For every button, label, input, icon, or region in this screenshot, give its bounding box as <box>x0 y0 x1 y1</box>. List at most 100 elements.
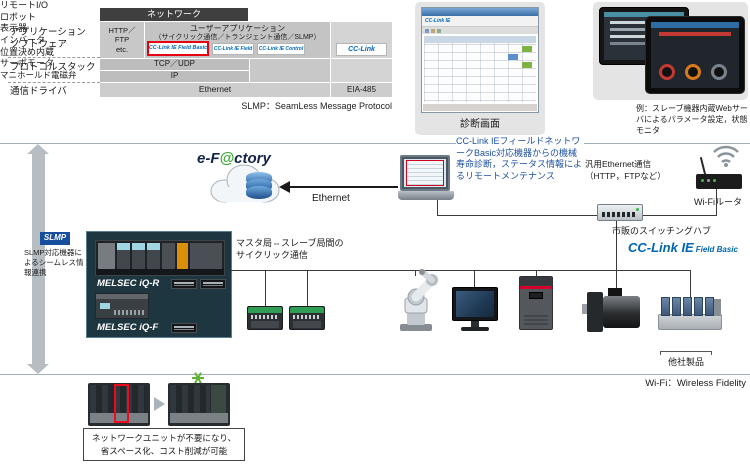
wifi-signal-icon <box>713 145 739 167</box>
ethernet-label: Ethernet <box>312 193 350 204</box>
flow-arrow-icon <box>154 397 165 411</box>
cost-saving-note: ネットワークユニットが不要になり、 省スペース化、コスト削減が可能 <box>83 428 245 461</box>
screen-topbar <box>651 22 739 28</box>
stack-cell-http-ftp: HTTP／ FTP etc. <box>100 22 144 58</box>
rack-orange-module <box>177 243 188 269</box>
photo-modules <box>90 385 146 413</box>
badge-line <box>174 326 194 328</box>
wifi-caption: Wi-Fi：Wireless Fidelity <box>645 378 746 389</box>
valve-unit <box>705 297 714 316</box>
logo-main: CC-Link IE <box>628 240 694 255</box>
diag-statusbar <box>423 104 537 111</box>
network-unit-highlight <box>114 384 129 423</box>
router-led <box>701 179 704 182</box>
device-label-servo: 位置決め内蔵サーボモータ <box>0 46 55 69</box>
manifold-endplate <box>714 299 721 316</box>
stack-divider-1 <box>8 57 100 58</box>
router-led <box>707 179 710 182</box>
router-antenna <box>699 157 707 175</box>
screen-row <box>610 28 678 31</box>
stack-cell-ip: IP <box>100 71 249 82</box>
cyclic-comm-note: マスタ局⇔スレーブ局間のサイクリック通信 <box>236 238 344 261</box>
cclink-ie-control-card: CC-Link IE Control <box>257 43 305 55</box>
double-arrow-icon <box>32 153 45 365</box>
servo-shaft <box>582 304 588 314</box>
db-disc <box>246 186 272 199</box>
badge-line <box>174 282 194 284</box>
diag-status-cell-green <box>522 46 532 52</box>
diag-toolbar <box>422 27 538 34</box>
valve-unit <box>661 297 670 316</box>
diag-caption: 診断画面 <box>460 119 500 130</box>
plc-rack-iqf-image <box>95 293 149 319</box>
stack-divider-2 <box>8 82 100 83</box>
rack-base <box>96 268 224 275</box>
rack-cpu-module <box>147 243 160 269</box>
module-leds <box>251 315 279 319</box>
wire-drop-remote2 <box>307 270 308 306</box>
remote-io-module-image <box>289 306 325 330</box>
photo-gap <box>211 385 226 413</box>
web-example-caption: 例：スレーブ機器内蔵Webサーバによるパラメータ設定，状態モニタ <box>636 104 748 136</box>
badge-line <box>203 282 223 284</box>
user-app-line2: （サイクリック通信／トランジェント通信／SLMP） <box>154 34 321 41</box>
toolbar-dot <box>425 28 429 33</box>
screen-row <box>610 42 678 45</box>
device-label-manifold: マニホールド電磁弁 <box>0 70 77 81</box>
rack-cpu-module <box>117 243 130 269</box>
module-body <box>251 321 279 328</box>
melsec-iqf-logo: MELSEC iQ-F <box>97 322 159 333</box>
stack-cell-tcp-udp: TCP／UDP <box>100 59 249 70</box>
rack-top-strip <box>96 294 148 299</box>
module-body <box>293 321 321 328</box>
melsec-series-badge <box>171 323 197 333</box>
diag-titlebar <box>422 8 538 16</box>
module-leds <box>293 315 321 319</box>
melsec-series-badge <box>200 279 226 289</box>
switching-hub-image <box>597 204 643 221</box>
remote-io-module-image <box>247 306 283 330</box>
manifold-valve-image <box>658 297 722 330</box>
toolbar-dot <box>431 28 435 33</box>
remote-maintenance-note: CC-Link IEフィールドネットワークBasic対応機器からの機械寿命診断，… <box>456 136 584 183</box>
hmi-base <box>461 327 489 331</box>
screen-topbar <box>604 12 684 17</box>
photo-base <box>170 413 228 423</box>
stack-cell-cclink-filler <box>331 59 392 82</box>
valve-unit <box>694 297 703 316</box>
stack-label-protocol-stack: プロトコルスタック <box>10 62 96 73</box>
wire-drop-robot <box>415 270 416 276</box>
wifi-router-image <box>696 174 742 189</box>
wire-laptop-down <box>437 200 438 215</box>
badge-line <box>203 285 223 286</box>
wire-field-bus <box>231 270 691 271</box>
hmi-stand <box>471 321 479 327</box>
bottom-frame-line <box>0 374 750 375</box>
rack-screen <box>100 303 110 309</box>
rack-io-module <box>162 243 175 269</box>
stack-cell-eia485: EIA-485 <box>331 83 392 97</box>
slmp-badge: SLMP <box>40 232 70 245</box>
wire-drop-manifold <box>690 270 691 297</box>
rack-terminals <box>114 310 145 315</box>
stack-header-network: ネットワーク <box>100 8 248 21</box>
valve-unit <box>672 297 681 316</box>
inverter-top-cap <box>520 277 552 286</box>
servo-cable-box <box>608 288 622 297</box>
stack-cell-ethernet: Ethernet <box>100 83 330 97</box>
diag-status-cell-blue <box>508 54 518 60</box>
before-photo <box>88 383 150 426</box>
device-label-robot: ロボット <box>0 11 37 22</box>
hmi-screen <box>456 291 494 317</box>
user-app-line1: ユーザーアプリケーション <box>189 24 286 33</box>
servo-motor-image <box>582 288 640 332</box>
ethernet-arrow-line <box>290 186 398 188</box>
wire-mid-bus <box>437 215 717 216</box>
others-bracket <box>660 351 712 355</box>
servo-flange <box>587 292 603 332</box>
stack-cell-filler <box>250 59 330 82</box>
hmi-display-image <box>452 287 498 321</box>
slmp-note: SLMP対応機器によるシームレス情報連携 <box>24 248 84 278</box>
wire-hub-down <box>616 221 617 293</box>
